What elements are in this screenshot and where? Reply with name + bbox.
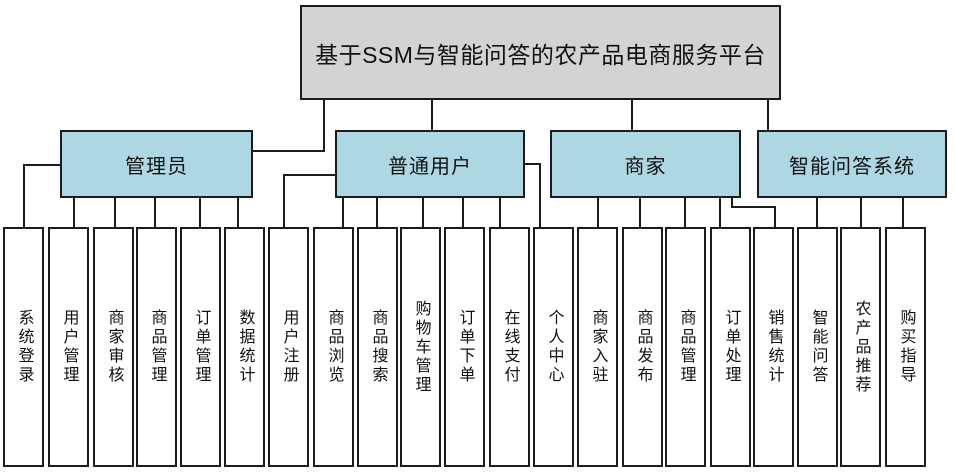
child-node-label: 购物车管理 xyxy=(412,299,430,395)
connector-line xyxy=(253,100,325,152)
child-node-label: 商家入驻 xyxy=(589,309,607,385)
child-node-admin-6: 数据统计 xyxy=(224,227,265,467)
child-node-merchant-4: 订单处理 xyxy=(710,227,751,467)
child-node-label: 数据统计 xyxy=(236,309,254,385)
root-node-label: 基于SSM与智能问答的农产品电商服务平台 xyxy=(315,41,766,68)
connector-line xyxy=(283,174,335,227)
child-node-label: 个人中心 xyxy=(545,309,563,385)
group-node-admin: 管理员 xyxy=(60,130,253,198)
child-node-user-2: 商品浏览 xyxy=(313,227,354,467)
child-node-merchant-3: 商品管理 xyxy=(665,227,706,467)
child-node-merchant-2: 商品发布 xyxy=(622,227,663,467)
child-node-user-1: 用户注册 xyxy=(268,227,309,467)
child-node-label: 商品管理 xyxy=(148,309,166,385)
child-node-merchant-5: 销售统计 xyxy=(753,227,794,467)
child-node-admin-3: 商家审核 xyxy=(93,227,134,467)
child-node-qa-system-3: 购买指导 xyxy=(885,227,926,467)
child-node-qa-system-2: 农产品推荐 xyxy=(840,227,881,467)
connector-line xyxy=(731,198,776,227)
child-node-merchant-1: 商家入驻 xyxy=(577,227,618,467)
child-node-admin-4: 商品管理 xyxy=(136,227,177,467)
child-node-label: 订单处理 xyxy=(722,309,740,385)
child-node-user-3: 商品搜索 xyxy=(357,227,398,467)
child-node-label: 商品浏览 xyxy=(325,309,343,385)
child-node-label: 订单下单 xyxy=(456,309,474,385)
group-node-label: 商家 xyxy=(624,155,667,178)
child-node-label: 商品管理 xyxy=(677,309,695,385)
group-node-merchant: 商家 xyxy=(550,130,741,198)
child-node-label: 用户注册 xyxy=(280,309,298,385)
child-node-label: 销售统计 xyxy=(765,309,783,385)
child-node-admin-1: 系统登录 xyxy=(3,227,44,467)
child-node-label: 智能问答 xyxy=(809,309,827,385)
child-node-label: 商家审核 xyxy=(105,309,123,385)
group-node-label: 普通用户 xyxy=(388,155,472,178)
child-node-qa-system-1: 智能问答 xyxy=(797,227,838,467)
child-node-label: 商品发布 xyxy=(634,309,652,385)
child-node-label: 购买指导 xyxy=(897,309,915,385)
child-node-admin-5: 订单管理 xyxy=(180,227,221,467)
group-node-user: 普通用户 xyxy=(335,130,525,198)
connector-line xyxy=(525,163,541,227)
child-node-user-5: 订单下单 xyxy=(444,227,485,467)
child-node-user-7: 个人中心 xyxy=(533,227,574,467)
child-node-label: 农产品推荐 xyxy=(852,299,870,395)
child-node-admin-2: 用户管理 xyxy=(48,227,89,467)
root-node-platform-title: 基于SSM与智能问答的农产品电商服务平台 xyxy=(300,5,781,100)
child-node-label: 订单管理 xyxy=(192,309,210,385)
child-node-label: 系统登录 xyxy=(15,309,33,385)
child-node-label: 用户管理 xyxy=(60,309,78,385)
connector-line xyxy=(23,164,60,227)
child-node-user-4: 购物车管理 xyxy=(400,227,441,467)
group-node-qa-system: 智能问答系统 xyxy=(757,130,947,198)
child-node-user-6: 在线支付 xyxy=(489,227,530,467)
group-node-label: 智能问答系统 xyxy=(789,155,915,178)
group-node-label: 管理员 xyxy=(125,155,188,178)
child-node-label: 在线支付 xyxy=(501,309,519,385)
child-node-label: 商品搜索 xyxy=(369,309,387,385)
